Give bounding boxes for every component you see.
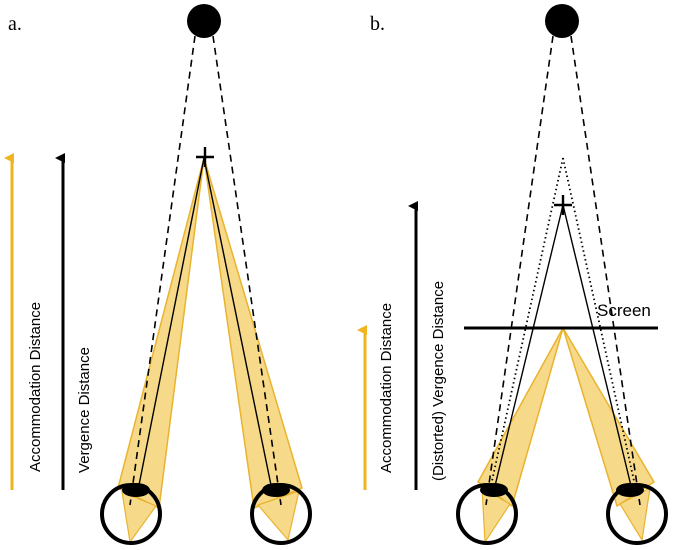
panel-b-left-dashed-line	[485, 35, 554, 506]
panel-b-left-light-cone	[477, 327, 564, 508]
panel-a-right-light-cone	[203, 157, 303, 510]
panel-b-right-lens	[616, 483, 644, 497]
panel-a: a. Accommodation Distance Vergence Dista	[4, 4, 312, 545]
panel-a-left-dashed-line	[129, 35, 196, 506]
panel-b: b. Screen Accommod	[357, 4, 668, 545]
panel-b-accommodation-label: Accommodation Distance	[378, 303, 395, 473]
panel-a-right-lens	[262, 483, 290, 497]
panel-b-screen-label: Screen	[597, 301, 651, 320]
panel-b-right-light-cone	[562, 327, 656, 508]
panel-a-left-light-cone	[117, 157, 205, 510]
panel-a-right-dashed-line	[212, 35, 282, 506]
panel-b-left-vergence-line	[493, 204, 564, 491]
panel-a-right-vergence-line	[203, 157, 273, 491]
panel-a-left-lens	[122, 483, 150, 497]
panel-b-fixation-cross	[554, 195, 572, 215]
panel-a-left-vergence-line	[137, 157, 205, 491]
panel-a-fixation-cross	[196, 147, 214, 167]
panel-b-right-vergence-line	[562, 204, 633, 491]
panel-a-vergence-label: Vergence Distance	[76, 347, 93, 473]
panel-b-left-lens	[480, 483, 508, 497]
panel-a-accommodation-label: Accommodation Distance	[27, 302, 44, 472]
panel-a-label: a.	[8, 13, 22, 35]
panel-b-label: b.	[370, 13, 385, 35]
panel-a-object-dot	[187, 4, 221, 38]
panel-b-object-dot	[545, 4, 579, 38]
panel-a-right-cone-tail	[256, 490, 300, 542]
panel-b-vergence-label: (Distorted) Vergence Distance	[430, 281, 447, 481]
